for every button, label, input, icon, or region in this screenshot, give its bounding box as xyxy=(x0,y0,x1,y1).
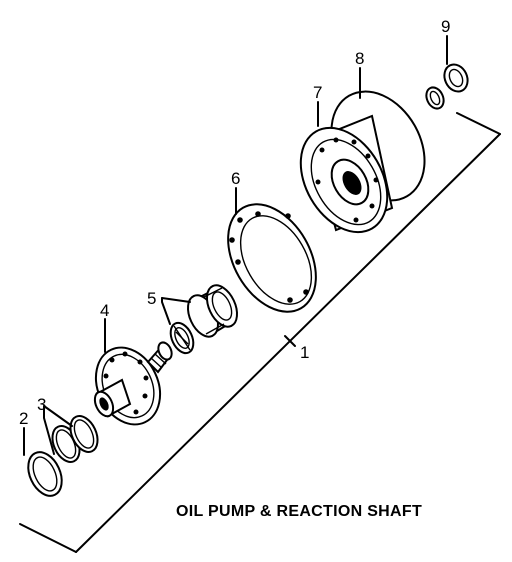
assembly-bracket xyxy=(19,112,501,553)
part-7-oil-pump xyxy=(299,114,394,234)
callout-2: 2 xyxy=(19,409,28,428)
leader-lines xyxy=(23,35,448,456)
callout-4: 4 xyxy=(100,301,109,320)
callout-5: 5 xyxy=(147,289,156,308)
callout-3: 3 xyxy=(37,395,46,414)
callout-6: 6 xyxy=(231,169,240,188)
part-4-reaction-shaft-support xyxy=(93,341,173,426)
diagram-caption: OIL PUMP & REACTION SHAFT xyxy=(176,503,422,520)
callout-1: 1 xyxy=(300,343,309,362)
callout-9: 9 xyxy=(441,17,450,36)
part-2-snap-ring xyxy=(27,451,63,497)
callout-7: 7 xyxy=(313,83,322,102)
part-5-seal-bearing xyxy=(169,284,239,355)
part-3-seal-rings xyxy=(51,415,99,463)
callout-8: 8 xyxy=(355,49,364,68)
part-6-gasket xyxy=(227,203,317,313)
part-9-seal xyxy=(425,63,469,110)
callout-labels: 1 2 3 4 5 6 7 8 9 xyxy=(19,17,450,428)
